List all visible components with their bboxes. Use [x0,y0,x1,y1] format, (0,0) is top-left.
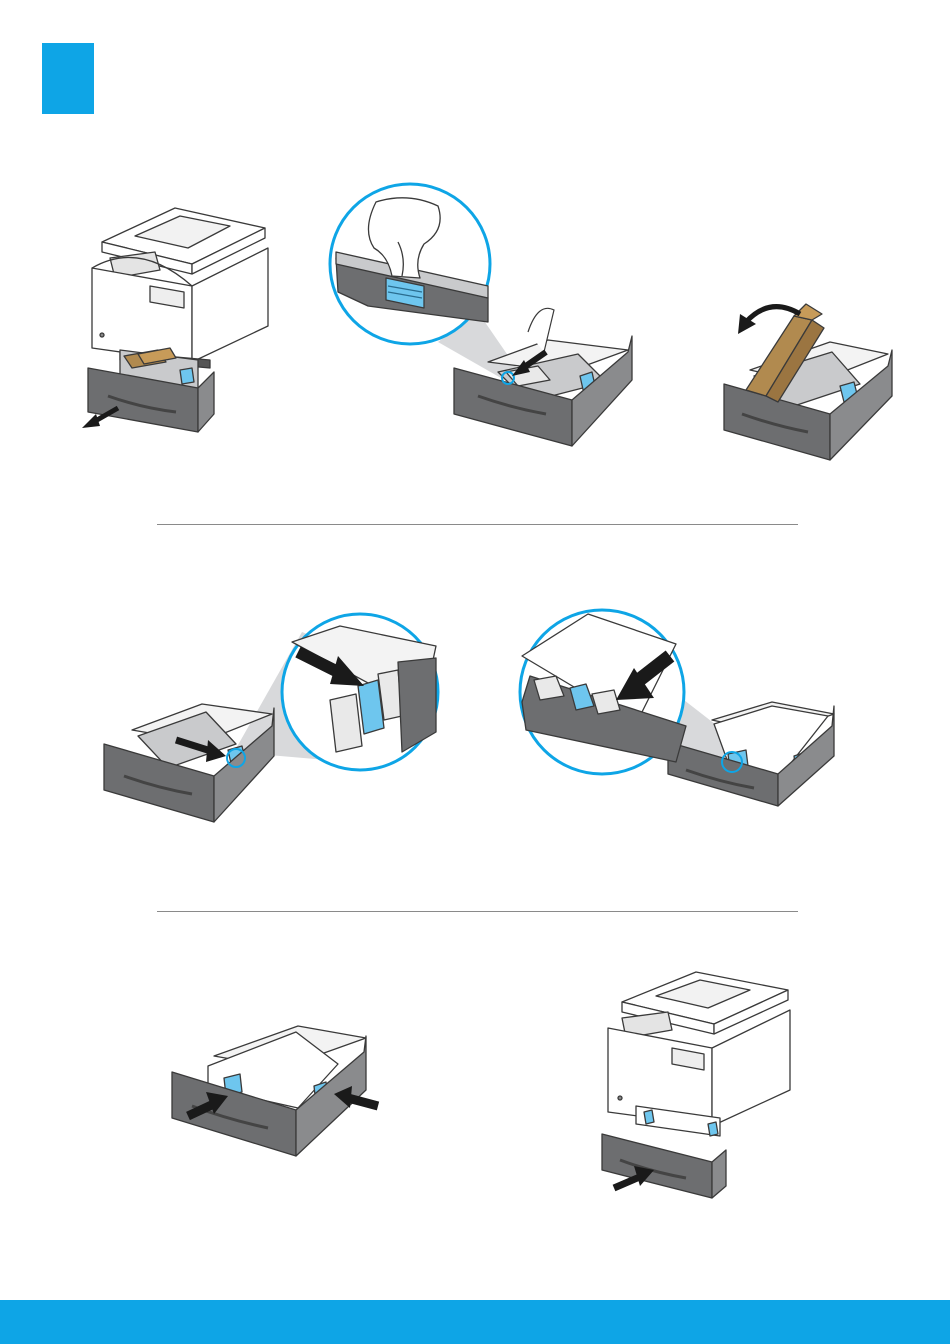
section-divider-1 [157,524,798,525]
slide-paper-guide-illustration [102,612,440,826]
section-marker [42,43,94,114]
printer-close-tray-illustration [596,966,812,1202]
printer-open-tray-illustration [80,200,290,440]
adjust-width-guides-illustration [168,1002,388,1160]
footer-bar [0,1300,950,1344]
section-divider-2 [157,911,798,912]
remove-packing-illustration [720,292,896,464]
zoom-load-paper-illustration [516,606,846,810]
zoom-press-latch-illustration [328,182,640,450]
